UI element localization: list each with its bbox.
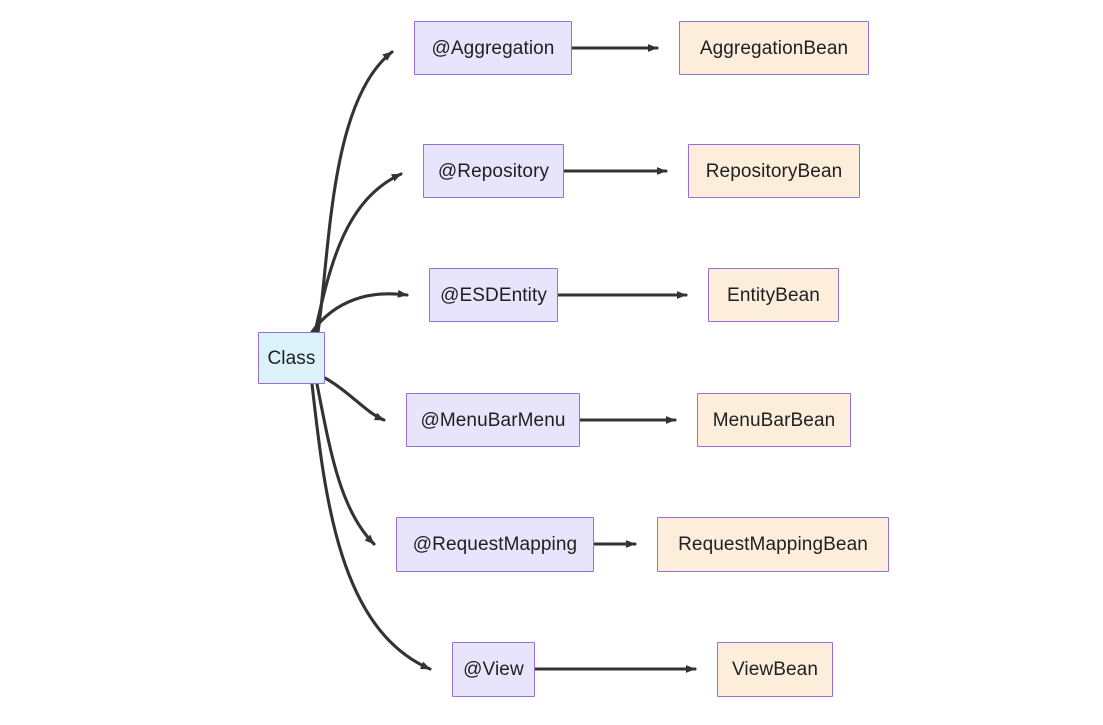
node-aggregation-annotation[interactable]: @Aggregation <box>414 21 572 75</box>
node-class[interactable]: Class <box>258 332 325 384</box>
edge-class-to-repository <box>313 172 403 334</box>
node-menubarmenu-annotation-label: @MenuBarMenu <box>420 409 566 431</box>
node-menubarmenu-bean-label: MenuBarBean <box>712 409 836 431</box>
node-menubarmenu-annotation[interactable]: @MenuBarMenu <box>406 393 580 447</box>
edge-class-to-menubarmenu <box>323 376 386 422</box>
node-esdentity-annotation[interactable]: @ESDEntity <box>429 268 558 322</box>
node-repository-bean-label: RepositoryBean <box>705 160 843 182</box>
node-aggregation-annotation-label: @Aggregation <box>431 37 555 59</box>
node-view-annotation[interactable]: @View <box>452 642 535 697</box>
node-view-bean[interactable]: ViewBean <box>717 642 833 697</box>
node-view-annotation-label: @View <box>463 659 524 680</box>
node-aggregation-bean[interactable]: AggregationBean <box>679 21 869 75</box>
edge-class-to-requestmapping <box>315 382 376 546</box>
edges-from-class <box>310 50 432 671</box>
edges-annotation-to-bean <box>533 44 697 673</box>
edge-class-to-aggregation <box>316 50 394 334</box>
node-esdentity-annotation-label: @ESDEntity <box>440 284 547 306</box>
edge-class-to-esdentity <box>310 289 409 334</box>
node-repository-bean[interactable]: RepositoryBean <box>688 144 860 198</box>
node-requestmapping-bean[interactable]: RequestMappingBean <box>657 517 889 572</box>
node-menubarmenu-bean[interactable]: MenuBarBean <box>697 393 851 447</box>
node-requestmapping-annotation[interactable]: @RequestMapping <box>396 517 594 572</box>
node-class-label: Class <box>267 347 316 369</box>
node-view-bean-label: ViewBean <box>731 659 818 680</box>
node-requestmapping-annotation-label: @RequestMapping <box>412 534 578 555</box>
node-esdentity-bean-label: EntityBean <box>727 284 820 306</box>
node-aggregation-bean-label: AggregationBean <box>699 37 849 59</box>
node-requestmapping-bean-label: RequestMappingBean <box>678 534 868 555</box>
node-repository-annotation-label: @Repository <box>437 160 550 182</box>
node-esdentity-bean[interactable]: EntityBean <box>708 268 839 322</box>
node-repository-annotation[interactable]: @Repository <box>423 144 564 198</box>
